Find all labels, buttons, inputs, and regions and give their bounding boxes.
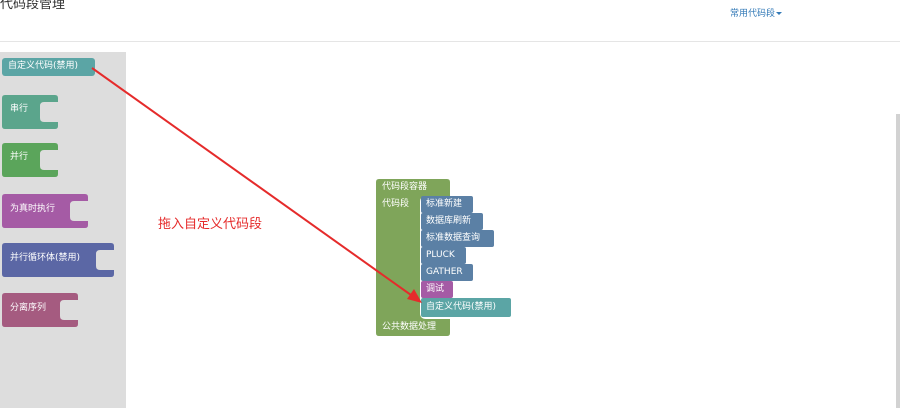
- toolbox-block-while-true-shape: [2, 194, 88, 228]
- toolbox-block-while-true-label: 为真时执行: [10, 204, 56, 214]
- child-block-standard-create-label: 标准新建: [426, 199, 463, 209]
- block-workspace[interactable]: [126, 52, 896, 408]
- child-block-custom-code[interactable]: 自定义代码(禁用): [421, 298, 511, 317]
- child-block-standard-create-shape: [421, 196, 473, 213]
- toolbox-block-custom-code-label: 自定义代码(禁用): [8, 61, 79, 71]
- child-block-gather[interactable]: GATHER: [421, 264, 473, 281]
- toolbox-block-parallel-loop[interactable]: 并行循环体(禁用): [2, 243, 114, 277]
- top-navbar: 代码段管理 常用代码段: [0, 0, 900, 42]
- child-block-pluck-label: PLUCK: [426, 250, 455, 260]
- toolbox-block-serial[interactable]: 串行: [2, 95, 58, 129]
- toolbox-block-parallel-shape: [2, 143, 58, 177]
- child-block-custom-code-label: 自定义代码(禁用): [426, 302, 497, 312]
- common-snippets-dropdown[interactable]: 常用代码段: [730, 6, 783, 19]
- caret-down-icon: [776, 12, 783, 15]
- child-block-pluck[interactable]: PLUCK: [421, 247, 466, 264]
- child-block-gather-label: GATHER: [426, 267, 463, 277]
- child-block-gather-shape: [421, 264, 473, 281]
- drag-arrow-head-icon: [407, 289, 422, 303]
- drag-instruction-annotation: 拖入自定义代码段: [158, 217, 263, 232]
- toolbox-block-detach-sequence-label: 分离序列: [10, 303, 47, 313]
- child-block-debug-label: 调试: [426, 284, 445, 294]
- child-block-debug-shape: [421, 281, 453, 298]
- child-block-standard-query[interactable]: 标准数据查询: [421, 230, 494, 247]
- snippet-container-block[interactable]: 代码段容器 代码段 公共数据处理 标准新建 数据库刷新 标准数据查询 PLUCK…: [376, 179, 512, 336]
- child-block-pluck-shape: [421, 247, 466, 264]
- page-title: 代码段管理: [0, 0, 66, 12]
- toolbox-block-custom-code[interactable]: 自定义代码(禁用): [2, 58, 95, 76]
- child-block-db-refresh-shape: [421, 213, 483, 230]
- child-block-standard-query-label: 标准数据查询: [426, 233, 481, 243]
- toolbox-block-parallel-loop-label: 并行循环体(禁用): [10, 253, 81, 263]
- child-block-custom-code-shape: [421, 298, 511, 317]
- toolbox-block-detach-sequence[interactable]: 分离序列: [2, 293, 78, 327]
- common-data-processing-label: 公共数据处理: [382, 322, 437, 332]
- common-snippets-label: 常用代码段: [730, 9, 776, 19]
- child-block-db-refresh-label: 数据库刷新: [426, 216, 472, 226]
- toolbox-block-while-true[interactable]: 为真时执行: [2, 194, 88, 228]
- drag-arrow-line: [91, 67, 419, 301]
- child-block-standard-query-shape: [421, 230, 494, 247]
- toolbox-block-serial-label: 串行: [10, 104, 29, 114]
- toolbox-block-parallel[interactable]: 并行: [2, 143, 58, 177]
- snippet-container-shape: [376, 179, 450, 336]
- workspace-scrollbar[interactable]: [896, 114, 900, 408]
- toolbox-block-parallel-loop-shape: [2, 243, 114, 277]
- child-block-db-refresh[interactable]: 数据库刷新: [421, 213, 483, 230]
- child-block-debug[interactable]: 调试: [421, 281, 453, 298]
- snippet-container-title: 代码段容器: [382, 182, 428, 192]
- toolbox-block-detach-sequence-shape: [2, 293, 78, 327]
- snippet-slot-label: 代码段: [382, 199, 410, 209]
- child-block-standard-create[interactable]: 标准新建: [421, 196, 473, 213]
- toolbox-block-parallel-label: 并行: [10, 152, 29, 162]
- toolbox-block-serial-shape: [2, 95, 58, 129]
- toolbox-block-custom-code-shape: [2, 58, 95, 76]
